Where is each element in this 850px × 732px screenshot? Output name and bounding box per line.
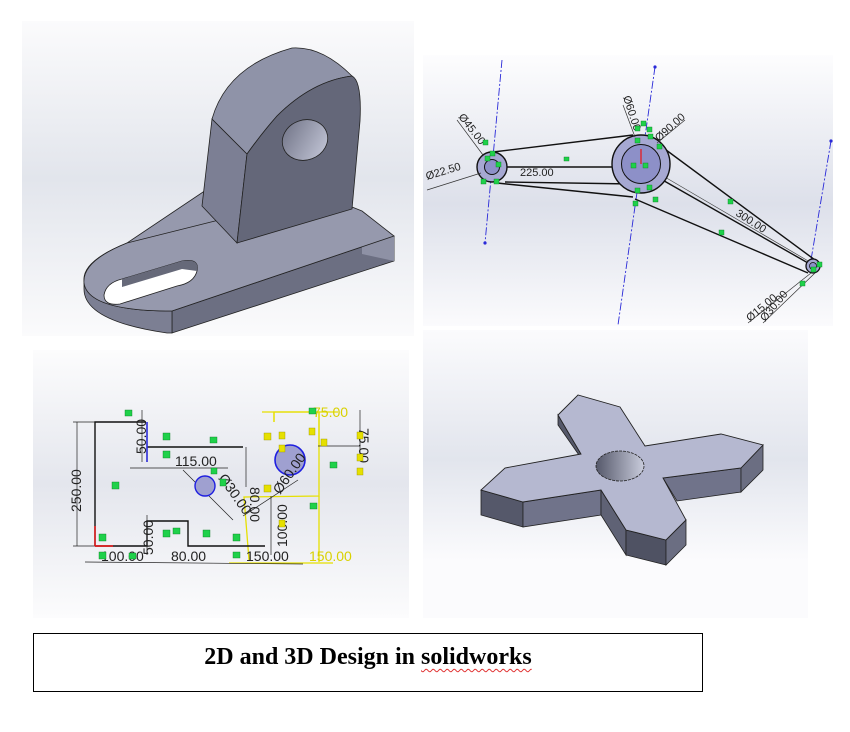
dim-height-total: 250.00 [68, 469, 84, 512]
dim-notch-height: 50.00 [140, 520, 156, 555]
dim-center-distance-left: 225.00 [520, 167, 554, 179]
dim-offset-115: 115.00 [175, 453, 217, 469]
bracket-model [22, 21, 414, 336]
relation-markers [98, 407, 338, 560]
caption-text: 2D and 3D Design in [204, 644, 421, 670]
pulley-sketch: Ø45.00 Ø22.50 225.00 Ø60.00 Ø90.00 300.0… [423, 55, 833, 326]
relation-markers [480, 120, 823, 287]
selected-relation-markers [263, 427, 364, 528]
dim-bottom-100: 100.00 [101, 548, 144, 564]
plate-sketch: 250.00 50.00 115.00 80.00 Ø30.00 Ø60.00 … [33, 350, 409, 618]
dim-top-75: 75.00 [313, 404, 348, 420]
caption-spellcheck-word[interactable]: solidworks [421, 644, 532, 670]
bracket-3d-view [22, 21, 414, 336]
cross-3d-view [423, 330, 808, 618]
dim-top-step: 50.00 [133, 419, 149, 454]
figure-caption: 2D and 3D Design in solidworks [34, 644, 702, 671]
dim-bottom-150-yellow: 150.00 [309, 548, 352, 564]
dim-bottom-80: 80.00 [171, 548, 206, 564]
caption-box: 2D and 3D Design in solidworks [33, 633, 703, 692]
plate-sketch-view: 250.00 50.00 115.00 80.00 Ø30.00 Ø60.00 … [33, 350, 409, 618]
dim-bottom-150: 150.00 [246, 548, 289, 564]
dim-vertical-80: 80.00 [247, 487, 263, 522]
cross-model [423, 330, 808, 618]
pulley-sketch-view: Ø45.00 Ø22.50 225.00 Ø60.00 Ø90.00 300.0… [423, 55, 833, 326]
